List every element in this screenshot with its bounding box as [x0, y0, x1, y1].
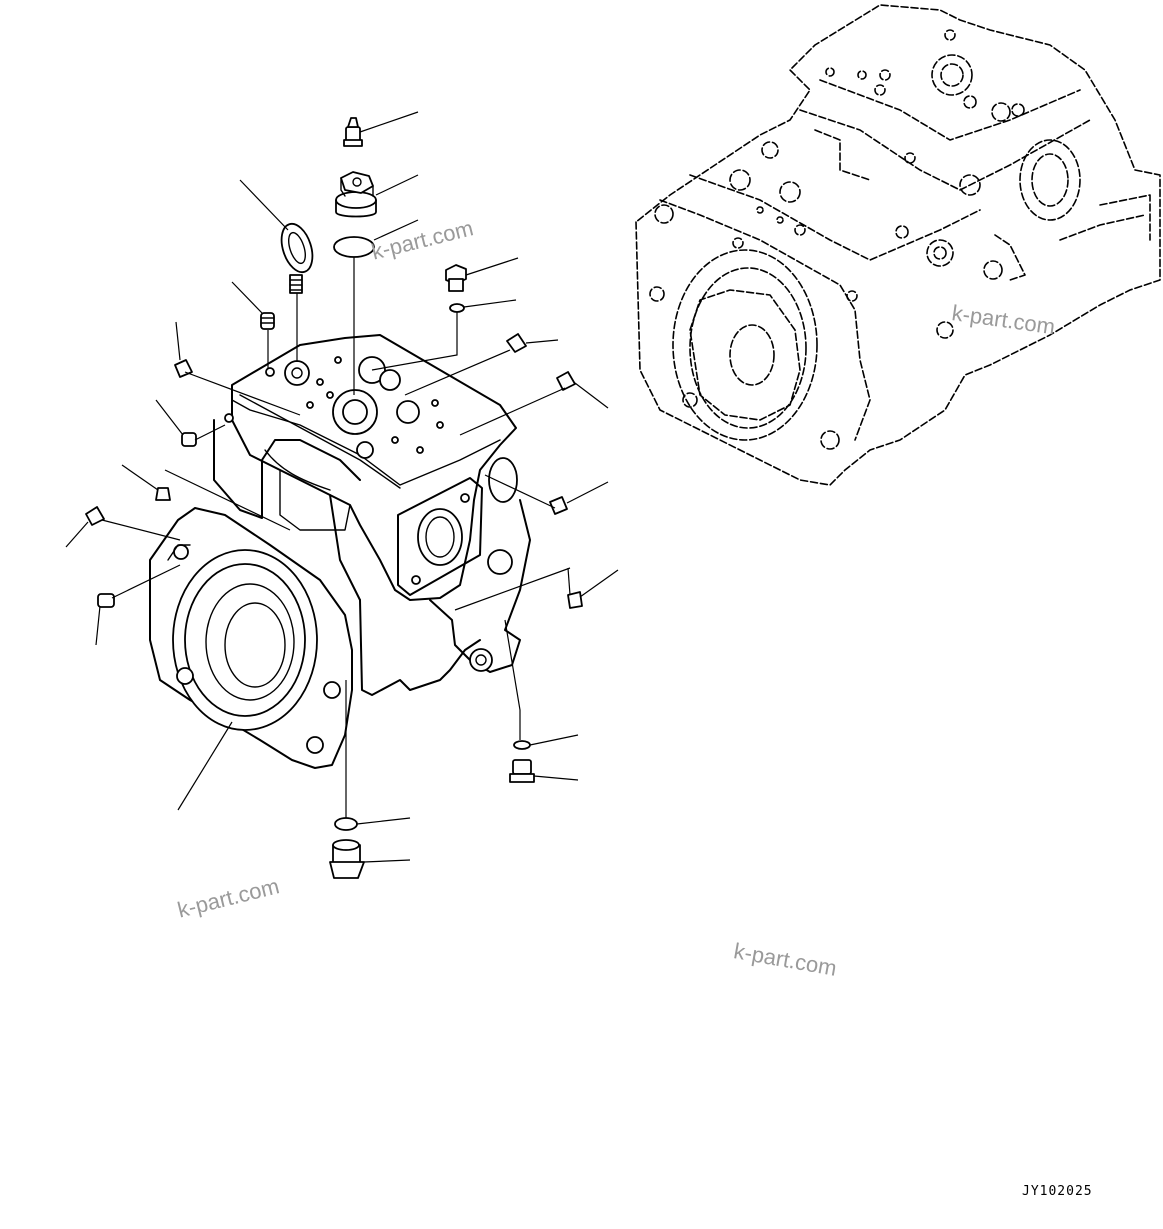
small-plug-i [549, 496, 568, 515]
small-plug-b [506, 333, 527, 353]
small-plug-e [181, 432, 197, 447]
plug-bottom [329, 839, 365, 879]
eye-bolt [280, 222, 314, 294]
hex-bolt-right [445, 264, 467, 292]
pump-case-drawing [149, 334, 531, 769]
assembled-pump-reference [635, 4, 1161, 486]
o-ring-bottom [334, 817, 358, 831]
drawing-code: JY102025 [1022, 1184, 1093, 1199]
small-plug-j [567, 591, 583, 609]
grease-nipple-top [343, 117, 363, 147]
small-plug-d [174, 359, 193, 378]
o-ring-small-right [449, 303, 465, 313]
plug-bottom-right [509, 759, 535, 783]
small-plug-f [155, 487, 171, 501]
small-plug-h [97, 593, 115, 608]
small-plug-a [260, 312, 275, 330]
hardware-parts [85, 117, 583, 879]
assembly-lines [101, 257, 571, 818]
small-plug-g [85, 506, 105, 526]
hex-plug-top [335, 171, 377, 218]
o-ring-bottom-right [513, 740, 531, 750]
small-plug-c [556, 371, 576, 391]
leader-lines [65, 111, 619, 863]
